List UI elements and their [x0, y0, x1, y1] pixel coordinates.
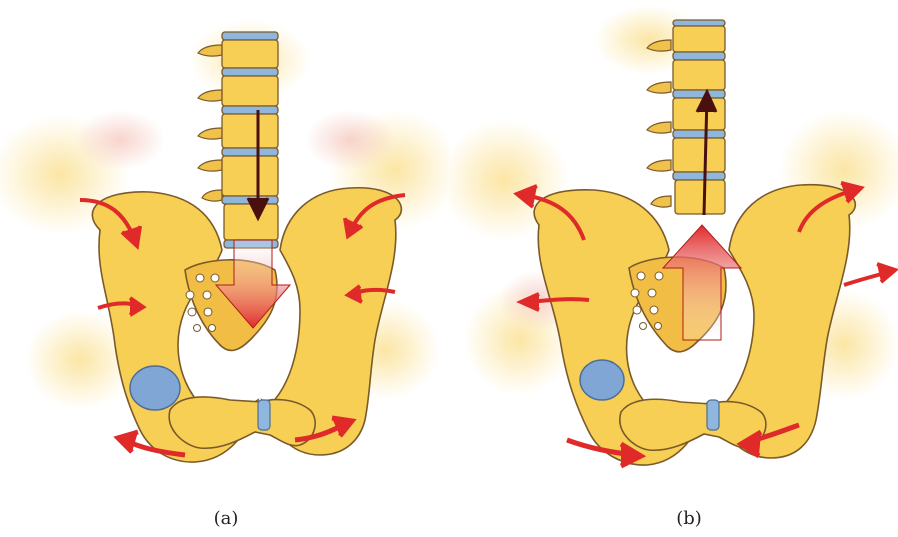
pubic-symphysis	[258, 400, 270, 430]
hip-socket	[130, 366, 180, 410]
hip-socket	[580, 360, 624, 400]
spine-b	[673, 20, 725, 214]
caption-a: (a)	[196, 508, 256, 529]
glow-right-pink	[305, 110, 395, 170]
panel-a: (a)	[0, 0, 449, 537]
pelvis-diagram-a	[0, 0, 449, 500]
pubic-symphysis	[707, 400, 719, 430]
spine-a	[222, 32, 278, 248]
pelvis-diagram-b	[449, 0, 898, 500]
glow-left-pink	[75, 110, 165, 170]
caption-b: (b)	[659, 508, 719, 529]
panel-b: (b)	[449, 0, 898, 537]
